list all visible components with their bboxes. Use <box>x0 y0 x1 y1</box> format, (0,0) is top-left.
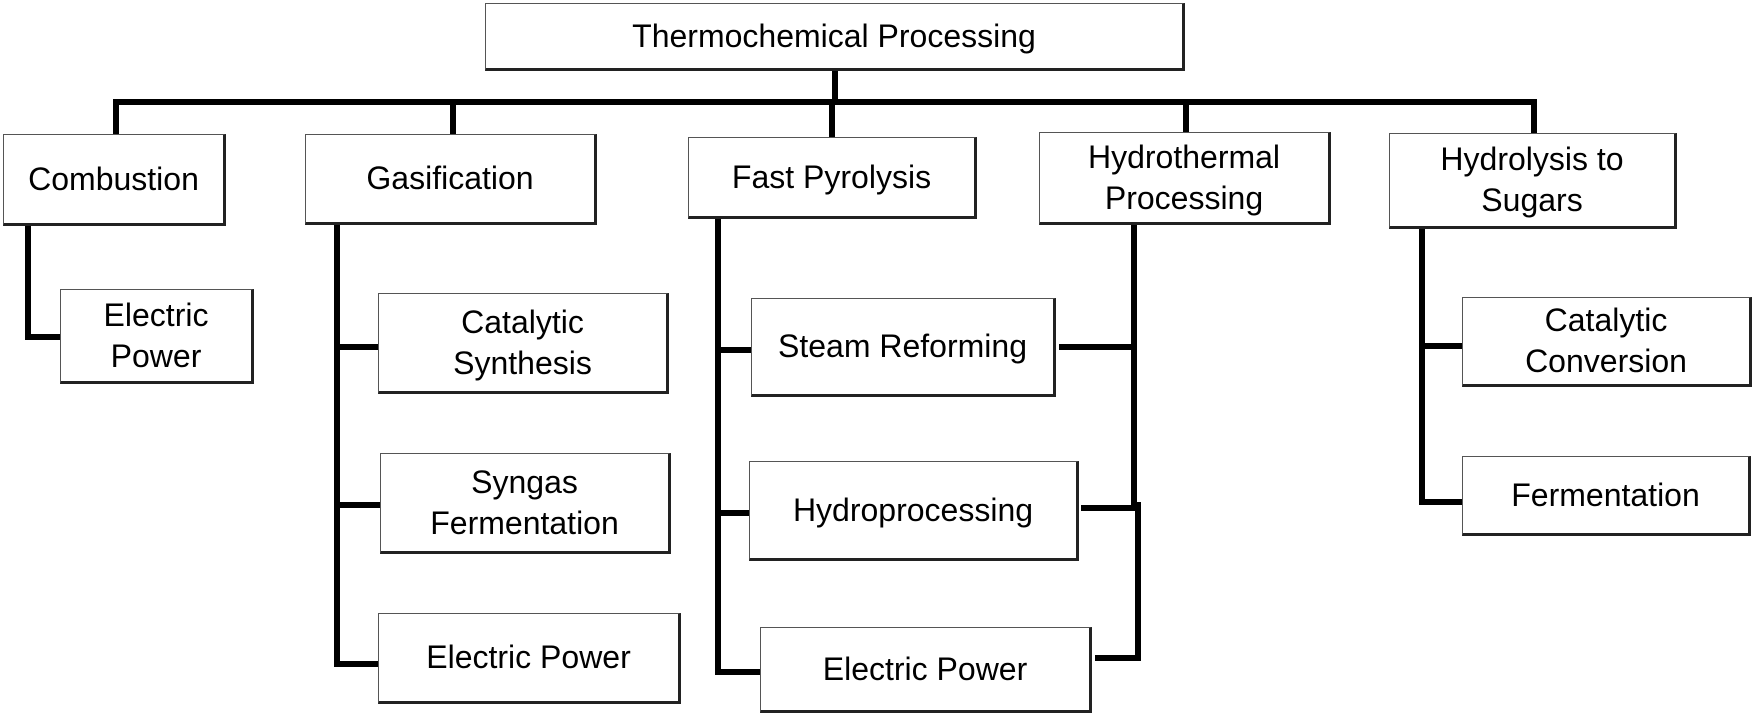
root-node-label: Thermochemical Processing <box>632 17 1036 54</box>
category-box-combustion: Combustion <box>3 134 226 226</box>
product-label-gasification-electric-power: Electric Power <box>426 639 631 675</box>
category-box-gasification: Gasification <box>305 134 597 225</box>
product-box-combustion-electric-power: Electric Power <box>60 289 254 384</box>
category-label-combustion: Combustion <box>28 160 199 197</box>
product-label-syngas-fermentation: Syngas Fermentation <box>430 463 619 541</box>
category-label-gasification: Gasification <box>366 160 534 196</box>
category-box-fast-pyrolysis: Fast Pyrolysis <box>688 137 977 219</box>
product-box-syngas-fermentation: Syngas Fermentation <box>380 453 671 554</box>
product-label-hydroprocessing: Hydroprocessing <box>792 491 1034 528</box>
product-box-pyrolysis-electric-power: Electric Power <box>760 627 1092 713</box>
product-label-steam-reforming: Steam Reforming <box>778 328 1027 364</box>
category-box-hydrothermal: Hydrothermal Processing <box>1039 132 1331 225</box>
product-box-hydroprocessing: Hydroprocessing <box>749 461 1079 561</box>
product-label-pyrolysis-electric-power: Electric Power <box>822 650 1028 687</box>
category-label-hydrothermal: Hydrothermal Processing <box>1087 138 1281 216</box>
root-node-box: Thermochemical Processing <box>485 3 1185 71</box>
category-label-fast-pyrolysis: Fast Pyrolysis <box>731 158 932 195</box>
product-box-catalytic-synthesis: Catalytic Synthesis <box>378 293 669 394</box>
product-label-catalytic-synthesis: Catalytic Synthesis <box>453 303 592 381</box>
link-combustion-power <box>25 223 63 340</box>
product-label-fermentation: Fermentation <box>1511 476 1700 513</box>
product-box-steam-reforming: Steam Reforming <box>751 298 1056 397</box>
product-box-fermentation: Fermentation <box>1462 456 1751 536</box>
product-box-gasification-electric-power: Electric Power <box>378 613 681 704</box>
category-label-hydrolysis: Hydrolysis to Sugars <box>1440 141 1624 218</box>
product-box-catalytic-conversion: Catalytic Conversion <box>1462 297 1752 387</box>
category-box-hydrolysis: Hydrolysis to Sugars <box>1389 133 1677 229</box>
product-label-combustion-electric-power: Electric Power <box>103 296 209 374</box>
product-label-catalytic-conversion: Catalytic Conversion <box>1525 302 1687 379</box>
